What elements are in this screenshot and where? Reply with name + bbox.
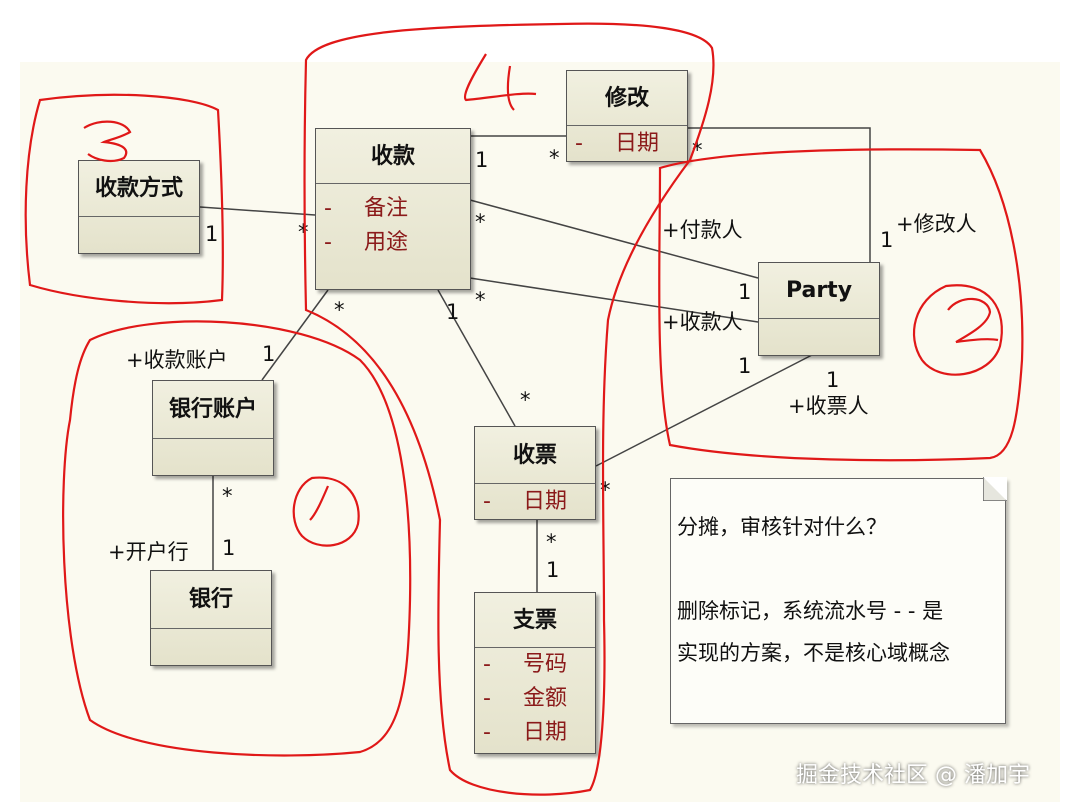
attribute-name: 日期 (523, 489, 568, 514)
multiplicity-label: 1 (826, 368, 840, 392)
handwritten-numeral-4 (463, 53, 537, 111)
class-name: 修改 (567, 71, 687, 126)
visibility-marker: - (483, 686, 491, 711)
class-name: 收票 (475, 427, 595, 484)
multiplicity-label: * (549, 146, 560, 170)
multiplicity-label: * (692, 138, 703, 162)
folded-corner-icon (983, 477, 1007, 501)
multiplicity-label: * (475, 210, 486, 234)
role-label: +收票人 (788, 394, 869, 418)
class-zhipiao: 支票 - 号码 - 金额 - 日期 (474, 592, 596, 754)
handwritten-numeral-1 (309, 485, 330, 521)
multiplicity-label: * (600, 478, 611, 502)
assoc-xiugai-party (688, 127, 871, 262)
attribute-name: 日期 (523, 720, 568, 745)
role-label: +收款人 (662, 310, 743, 334)
watermark: 掘金技术社区 @ 潘加宇 (796, 763, 1030, 788)
note-line: 实现的方案，不是核心域概念 (677, 641, 950, 665)
handwritten-circle-2 (912, 284, 1003, 376)
assoc-fangshi-shoukuan (199, 206, 316, 216)
class-yinhang-zhanghu: 银行账户 (152, 380, 274, 476)
boundary-region-1 (62, 320, 412, 757)
multiplicity-label: * (546, 530, 557, 554)
note-box: 分摊，审核针对什么？ 删除标记，系统流水号 - - 是 实现的方案，不是核心域概… (670, 477, 1007, 724)
note-line: 删除标记，系统流水号 - - 是 (677, 599, 944, 623)
class-name: 支票 (475, 593, 595, 648)
role-label: +修改人 (896, 212, 977, 236)
visibility-marker: - (483, 489, 491, 514)
visibility-marker: - (575, 131, 583, 156)
role-label: +开户行 (108, 540, 189, 564)
attribute-row: - 金额 (475, 682, 595, 716)
attribute-row: - 号码 (475, 648, 595, 682)
class-name: 收款方式 (79, 161, 199, 217)
attribute-name: 日期 (615, 131, 660, 156)
visibility-marker: - (324, 196, 332, 221)
boundary-region-4 (303, 22, 715, 796)
note-line: 分摊，审核针对什么？ (677, 515, 887, 539)
multiplicity-label: 1 (205, 222, 219, 246)
class-name: Party (759, 263, 879, 319)
assoc-shoukuan-zhanghu (261, 289, 329, 381)
boundary-region-2 (658, 148, 1024, 462)
multiplicity-label: 1 (222, 536, 236, 560)
handwritten-circle-1 (292, 476, 360, 547)
handwritten-numeral-3 (83, 120, 132, 163)
multiplicity-label: * (475, 288, 486, 312)
multiplicity-label: * (222, 484, 233, 508)
multiplicity-label: * (334, 298, 345, 322)
class-shoukuan: 收款 - 备注 - 用途 (315, 128, 471, 290)
attribute-name: 用途 (364, 230, 409, 255)
assoc-shoupiao-party (595, 354, 813, 467)
attribute-row: - 日期 (475, 484, 595, 519)
class-name: 银行账户 (153, 381, 273, 439)
multiplicity-label: 1 (880, 228, 894, 252)
class-name: 银行 (151, 571, 271, 629)
multiplicity-label: 1 (262, 342, 276, 366)
assoc-shoukuan-shoupiao (437, 289, 516, 427)
role-label: +收款账户 (126, 348, 228, 372)
role-label: +付款人 (662, 218, 743, 242)
attribute-name: 金额 (523, 686, 568, 711)
attribute-name: 备注 (364, 196, 409, 221)
attribute-row: - 备注 (316, 192, 470, 226)
multiplicity-label: 1 (738, 354, 752, 378)
handwritten-numeral-2 (947, 297, 999, 344)
visibility-marker: - (324, 230, 332, 255)
class-shoukuan-fangshi: 收款方式 (78, 160, 200, 254)
class-name: 收款 (316, 129, 470, 184)
visibility-marker: - (483, 652, 491, 677)
multiplicity-label: * (298, 220, 309, 244)
class-yinhang: 银行 (150, 570, 272, 666)
attribute-row: - 用途 (316, 226, 470, 260)
assoc-shoukuan-party-payer (469, 199, 759, 279)
multiplicity-label: * (520, 388, 531, 412)
attribute-row: - 日期 (567, 126, 687, 161)
attribute-row: - 日期 (475, 716, 595, 750)
multiplicity-label: 1 (738, 280, 752, 304)
class-shoupiao: 收票 - 日期 (474, 426, 596, 520)
boundary-region-3 (24, 93, 224, 305)
class-party: Party (758, 262, 880, 356)
visibility-marker: - (483, 720, 491, 745)
class-xiugai: 修改 - 日期 (566, 70, 688, 162)
multiplicity-label: 1 (475, 148, 489, 172)
attribute-name: 号码 (523, 652, 568, 677)
multiplicity-label: 1 (546, 558, 560, 582)
multiplicity-label: 1 (446, 300, 460, 324)
